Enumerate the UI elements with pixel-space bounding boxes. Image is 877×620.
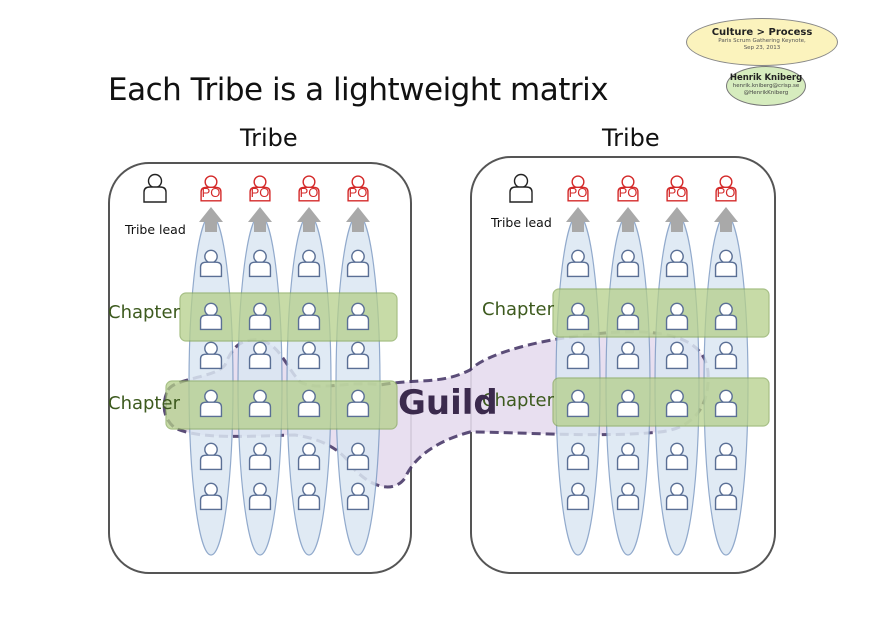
squad-member-icon [199,482,223,511]
squad-member-icon [248,249,272,278]
squad-member-icon [714,442,738,471]
arrow-up-icon [346,207,370,232]
tribe-lead-icon [143,173,167,203]
product-owner-icon: PO [666,175,688,202]
po-label: PO [717,185,736,200]
tribe-lead-label-right: Tribe lead [491,215,552,230]
talk-event: Paris Scrum Gathering Keynote, [718,38,806,44]
po-label: PO [349,185,368,200]
talk-date: Sep 23, 2013 [743,45,781,51]
po-label: PO [202,185,221,200]
squad-member-icon [346,442,370,471]
squad-member-icon [297,341,321,370]
squad-member-icon [566,389,590,418]
squad-member-icon [714,482,738,511]
squad-member-icon [714,249,738,278]
squad-member-icon [248,341,272,370]
squad-member-icon [616,341,640,370]
chapter-band-left-1 [179,292,398,342]
tribe-title-left: Tribe [240,124,298,152]
squad-member-icon [199,302,223,331]
po-label: PO [569,185,588,200]
squad-member-icon [297,249,321,278]
squad-member-icon [616,249,640,278]
squad-member-icon [665,341,689,370]
author-handle: @HenrikKniberg [743,89,789,96]
talk-badge-title-bubble: Culture > Process Paris Scrum Gathering … [686,18,838,66]
squad-member-icon [566,442,590,471]
tribe-lead-label-left: Tribe lead [125,222,186,237]
squad-member-icon [346,302,370,331]
arrow-up-icon [714,207,738,232]
chapter-band-left-2 [165,380,398,430]
squad-member-icon [616,442,640,471]
squad-member-icon [665,442,689,471]
po-label: PO [668,185,687,200]
po-label: PO [300,185,319,200]
talk-title: Culture > Process [711,27,813,38]
tribe-lead-icon [509,173,533,203]
squad-member-icon [346,249,370,278]
squad-member-icon [616,389,640,418]
author-bubble: Henrik Kniberg henrik.kniberg@crisp.se @… [726,66,806,106]
squad-member-icon [714,302,738,331]
squad-member-icon [616,302,640,331]
chapter-label-right-1: Chapter [482,299,554,320]
squad-member-icon [346,341,370,370]
squad-member-icon [346,389,370,418]
product-owner-icon: PO [298,175,320,202]
squad-member-icon [665,389,689,418]
squad-member-icon [566,249,590,278]
arrow-up-icon [566,207,590,232]
squad-member-icon [199,249,223,278]
squad-member-icon [248,482,272,511]
squad-member-icon [199,341,223,370]
squad-member-icon [199,442,223,471]
arrow-up-icon [665,207,689,232]
squad-member-icon [297,302,321,331]
product-owner-icon: PO [715,175,737,202]
arrow-up-icon [248,207,272,232]
squad-member-icon [297,442,321,471]
arrow-up-icon [297,207,321,232]
author-email: henrik.kniberg@crisp.se [732,83,800,89]
chapter-label-left-2: Chapter [108,393,180,414]
squad-member-icon [665,249,689,278]
squad-member-icon [248,442,272,471]
guild-label: Guild [398,383,498,423]
squad-member-icon [199,389,223,418]
squad-member-icon [566,302,590,331]
squad-member-icon [714,341,738,370]
arrow-up-icon [616,207,640,232]
product-owner-icon: PO [347,175,369,202]
product-owner-icon: PO [567,175,589,202]
chapter-label-right-2: Chapter [482,390,554,411]
arrow-up-icon [199,207,223,232]
squad-member-icon [297,389,321,418]
squad-member-icon [297,482,321,511]
product-owner-icon: PO [617,175,639,202]
product-owner-icon: PO [249,175,271,202]
author-name: Henrik Kniberg [729,73,803,83]
po-label: PO [251,185,270,200]
page-title: Each Tribe is a lightweight matrix [108,72,609,108]
squad-member-icon [346,482,370,511]
tribe-title-right: Tribe [602,124,660,152]
squad-member-icon [566,482,590,511]
squad-member-icon [714,389,738,418]
squad-member-icon [566,341,590,370]
product-owner-icon: PO [200,175,222,202]
squad-member-icon [616,482,640,511]
squad-member-icon [665,482,689,511]
squad-member-icon [248,389,272,418]
squad-member-icon [665,302,689,331]
po-label: PO [619,185,638,200]
squad-member-icon [248,302,272,331]
chapter-label-left-1: Chapter [108,302,180,323]
